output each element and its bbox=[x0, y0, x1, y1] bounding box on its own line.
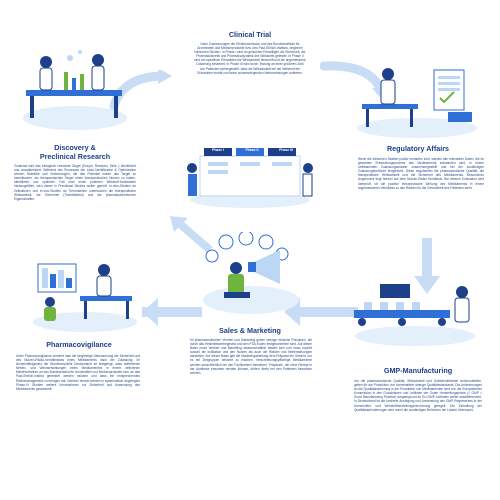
phase-labels: Phase I Phase II Phase III bbox=[204, 148, 300, 152]
sales-text: Im pharmazeutischen Vertrieb und Marketi… bbox=[190, 338, 312, 375]
arrow-gmp-to-sales bbox=[284, 298, 358, 326]
gmp-title: GMP-Manufacturing bbox=[383, 366, 453, 375]
gmp-text: Um die pharmazeutische Qualität, Wirksam… bbox=[354, 379, 482, 412]
regulatory-illustration bbox=[357, 68, 477, 138]
phase-3-label: Phase III bbox=[279, 148, 293, 152]
clinical-trial-text: Nach Zustimmungen der Ethikkommission un… bbox=[194, 42, 306, 75]
arrow-center-to-discovery bbox=[170, 216, 213, 254]
sales-title: Sales & Marketing bbox=[219, 326, 281, 335]
regulatory-text: Wenn die klinischen Studien positiv verl… bbox=[358, 157, 484, 190]
pharmacovigilance-text: Unter Pharmacovigilance versteht man die… bbox=[16, 354, 140, 391]
pharmacovigilance-title: Pharmacovigilance bbox=[46, 340, 112, 349]
discovery-text: Zunächst wird das biologisch relevante T… bbox=[14, 164, 136, 201]
clinical-trial-title: Clinical Trial bbox=[228, 30, 272, 39]
regulatory-title: Regulatory Affairs bbox=[386, 144, 450, 153]
phase-1-label: Phase I bbox=[212, 148, 224, 152]
phase-2-label: Phase II bbox=[245, 148, 259, 152]
arrow-sales-to-pharmacovigilance bbox=[142, 298, 202, 326]
gmp-manufacturing-illustration bbox=[354, 284, 475, 346]
pharmacovigilance-illustration bbox=[33, 263, 137, 332]
arrow-regulatory-to-gmp bbox=[414, 238, 440, 294]
lab-research-illustration bbox=[23, 50, 127, 130]
discovery-title: Discovery & Preclinical Research bbox=[39, 143, 111, 161]
sales-marketing-illustration bbox=[203, 232, 299, 314]
clinical-trial-illustration bbox=[187, 148, 313, 208]
